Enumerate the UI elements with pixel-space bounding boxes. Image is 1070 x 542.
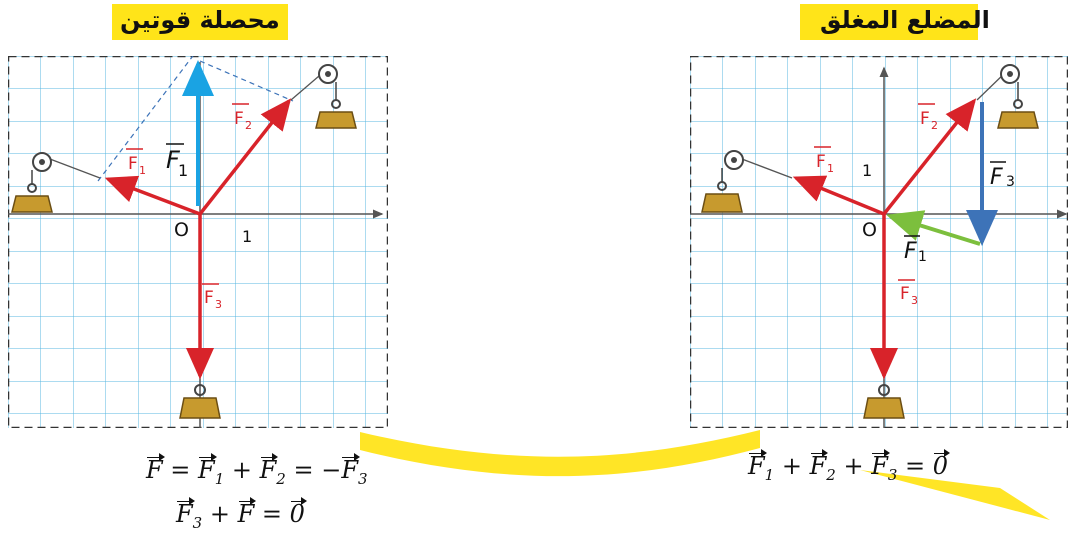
label-f3-blue: F xyxy=(990,165,1003,190)
pulley-right xyxy=(318,64,338,84)
vector-f1 xyxy=(792,175,885,216)
label-f2: F xyxy=(920,109,930,129)
label-f1: F xyxy=(816,152,826,172)
label-f3-sub: 3 xyxy=(911,294,918,307)
left-force-diagram: F F 1 F 2 F 3 O 1 1 xyxy=(8,56,388,428)
right-equation: F1 + F2 + F3 = 0 xyxy=(748,449,951,484)
left-equation-2: F3 + F = 0 xyxy=(176,497,308,532)
left-title-highlight xyxy=(112,4,288,40)
label-origin: O xyxy=(862,219,877,241)
label-f3-blue-sub: 3 xyxy=(1006,174,1015,190)
vector-f1-translated xyxy=(886,210,981,246)
construction-line-1 xyxy=(97,56,194,182)
weight-left xyxy=(11,170,53,213)
label-f1-green-sub: 1 xyxy=(918,249,927,265)
left-panel-title: محصلة قوتين xyxy=(120,6,280,34)
grid-border xyxy=(8,56,388,428)
yellow-swoosh xyxy=(360,430,760,477)
pulley-left xyxy=(724,150,744,170)
label-tick-y: 1 xyxy=(178,161,188,180)
yellow-arrow-right xyxy=(860,470,1050,520)
vector-f2 xyxy=(882,98,977,216)
label-tick-x: 1 xyxy=(242,227,252,246)
label-f1-green: F xyxy=(904,239,917,264)
label-f1-sub: 1 xyxy=(139,164,146,177)
label-f2-sub: 2 xyxy=(931,119,938,132)
weight-bottom xyxy=(179,384,221,419)
label-tick-y: 1 xyxy=(862,161,872,180)
left-equation-1: F = F1 + F2 = −F3 xyxy=(146,453,368,488)
label-origin: O xyxy=(174,219,189,241)
right-panel-title: المضلع المغلق xyxy=(820,6,990,34)
label-f: F xyxy=(166,146,181,174)
label-f2-sub: 2 xyxy=(245,119,252,132)
right-force-diagram: F 1 F 3 F 1 F 2 F 3 O 1 xyxy=(690,56,1068,428)
label-f3: F xyxy=(204,288,214,308)
label-f1-sub: 1 xyxy=(827,162,834,175)
weight-bottom xyxy=(863,384,905,419)
grid-border xyxy=(690,56,1068,428)
construction-line-2 xyxy=(199,60,294,102)
vector-f2 xyxy=(198,98,292,216)
weight-right xyxy=(315,82,357,129)
right-title-highlight xyxy=(800,4,978,40)
label-f3-sub: 3 xyxy=(215,298,222,311)
pulley-left xyxy=(32,152,52,172)
weight-right xyxy=(997,82,1039,129)
weight-left xyxy=(701,168,743,213)
vector-f1 xyxy=(104,175,201,216)
label-f1: F xyxy=(128,154,138,174)
label-f3: F xyxy=(900,284,910,304)
label-f2: F xyxy=(234,109,244,129)
pulley-right xyxy=(1000,64,1020,84)
